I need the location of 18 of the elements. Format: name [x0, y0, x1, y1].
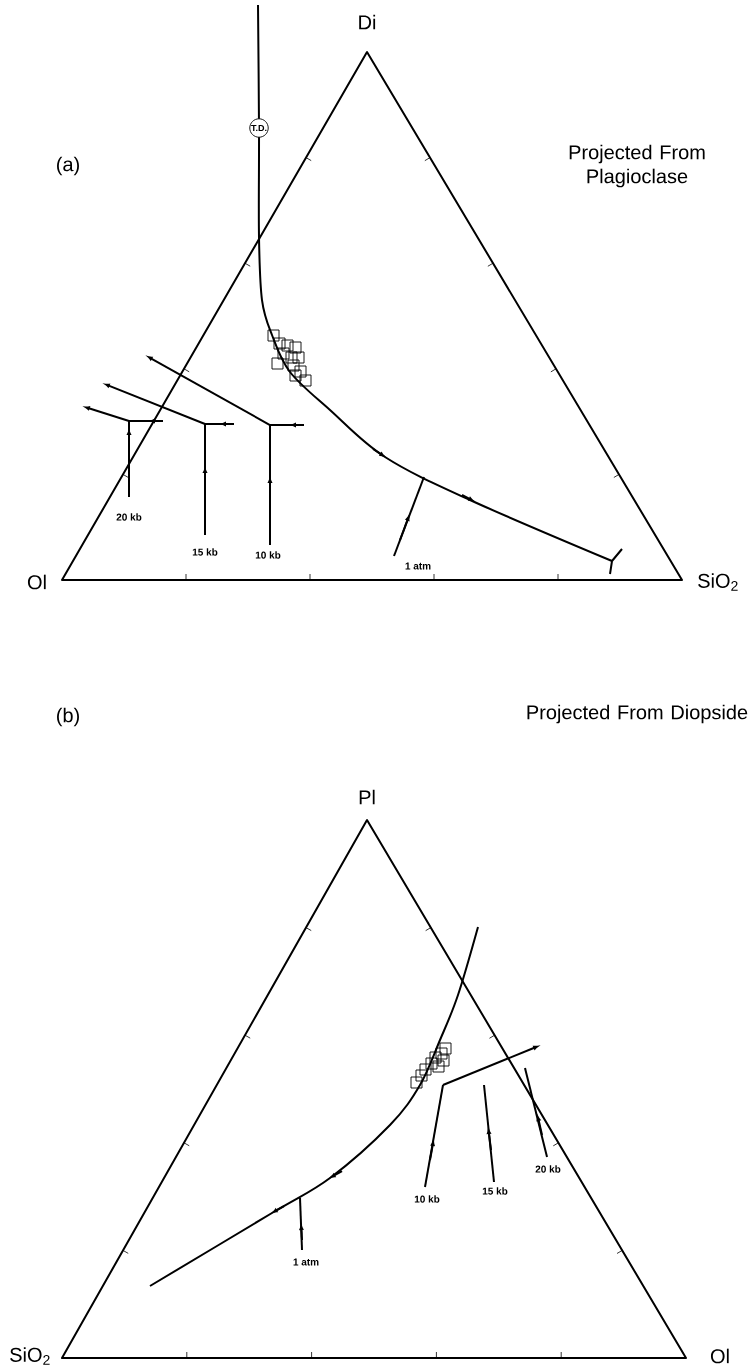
pressure-label: 10 kb: [255, 551, 281, 559]
pressure-label: 1 atm: [405, 562, 431, 570]
pressure-label: 20 kb: [116, 513, 142, 521]
panel-label: (a): [57, 156, 79, 176]
vertex-label: Di: [359, 14, 376, 30]
projection-note: Projected From Diopside: [527, 704, 748, 724]
pressure-label: 1 atm: [293, 1258, 319, 1266]
projection-note: Projected From Plagioclase: [569, 144, 705, 188]
vertex-label: Ol: [27, 574, 46, 590]
vertex-label: SiO$_{2}$: [10, 1347, 50, 1365]
vertex-label: SiO$_{2}$: [698, 573, 738, 591]
pressure-label: 20 kb: [535, 1165, 561, 1173]
pressure-label: 15 kb: [482, 1187, 508, 1195]
panel-label: (b): [57, 707, 79, 727]
vertex-label: Pl: [359, 789, 375, 805]
vertex-label: Ol: [710, 1348, 729, 1364]
pressure-label: 10 kb: [414, 1195, 440, 1203]
pressure-label: 15 kb: [192, 548, 218, 556]
